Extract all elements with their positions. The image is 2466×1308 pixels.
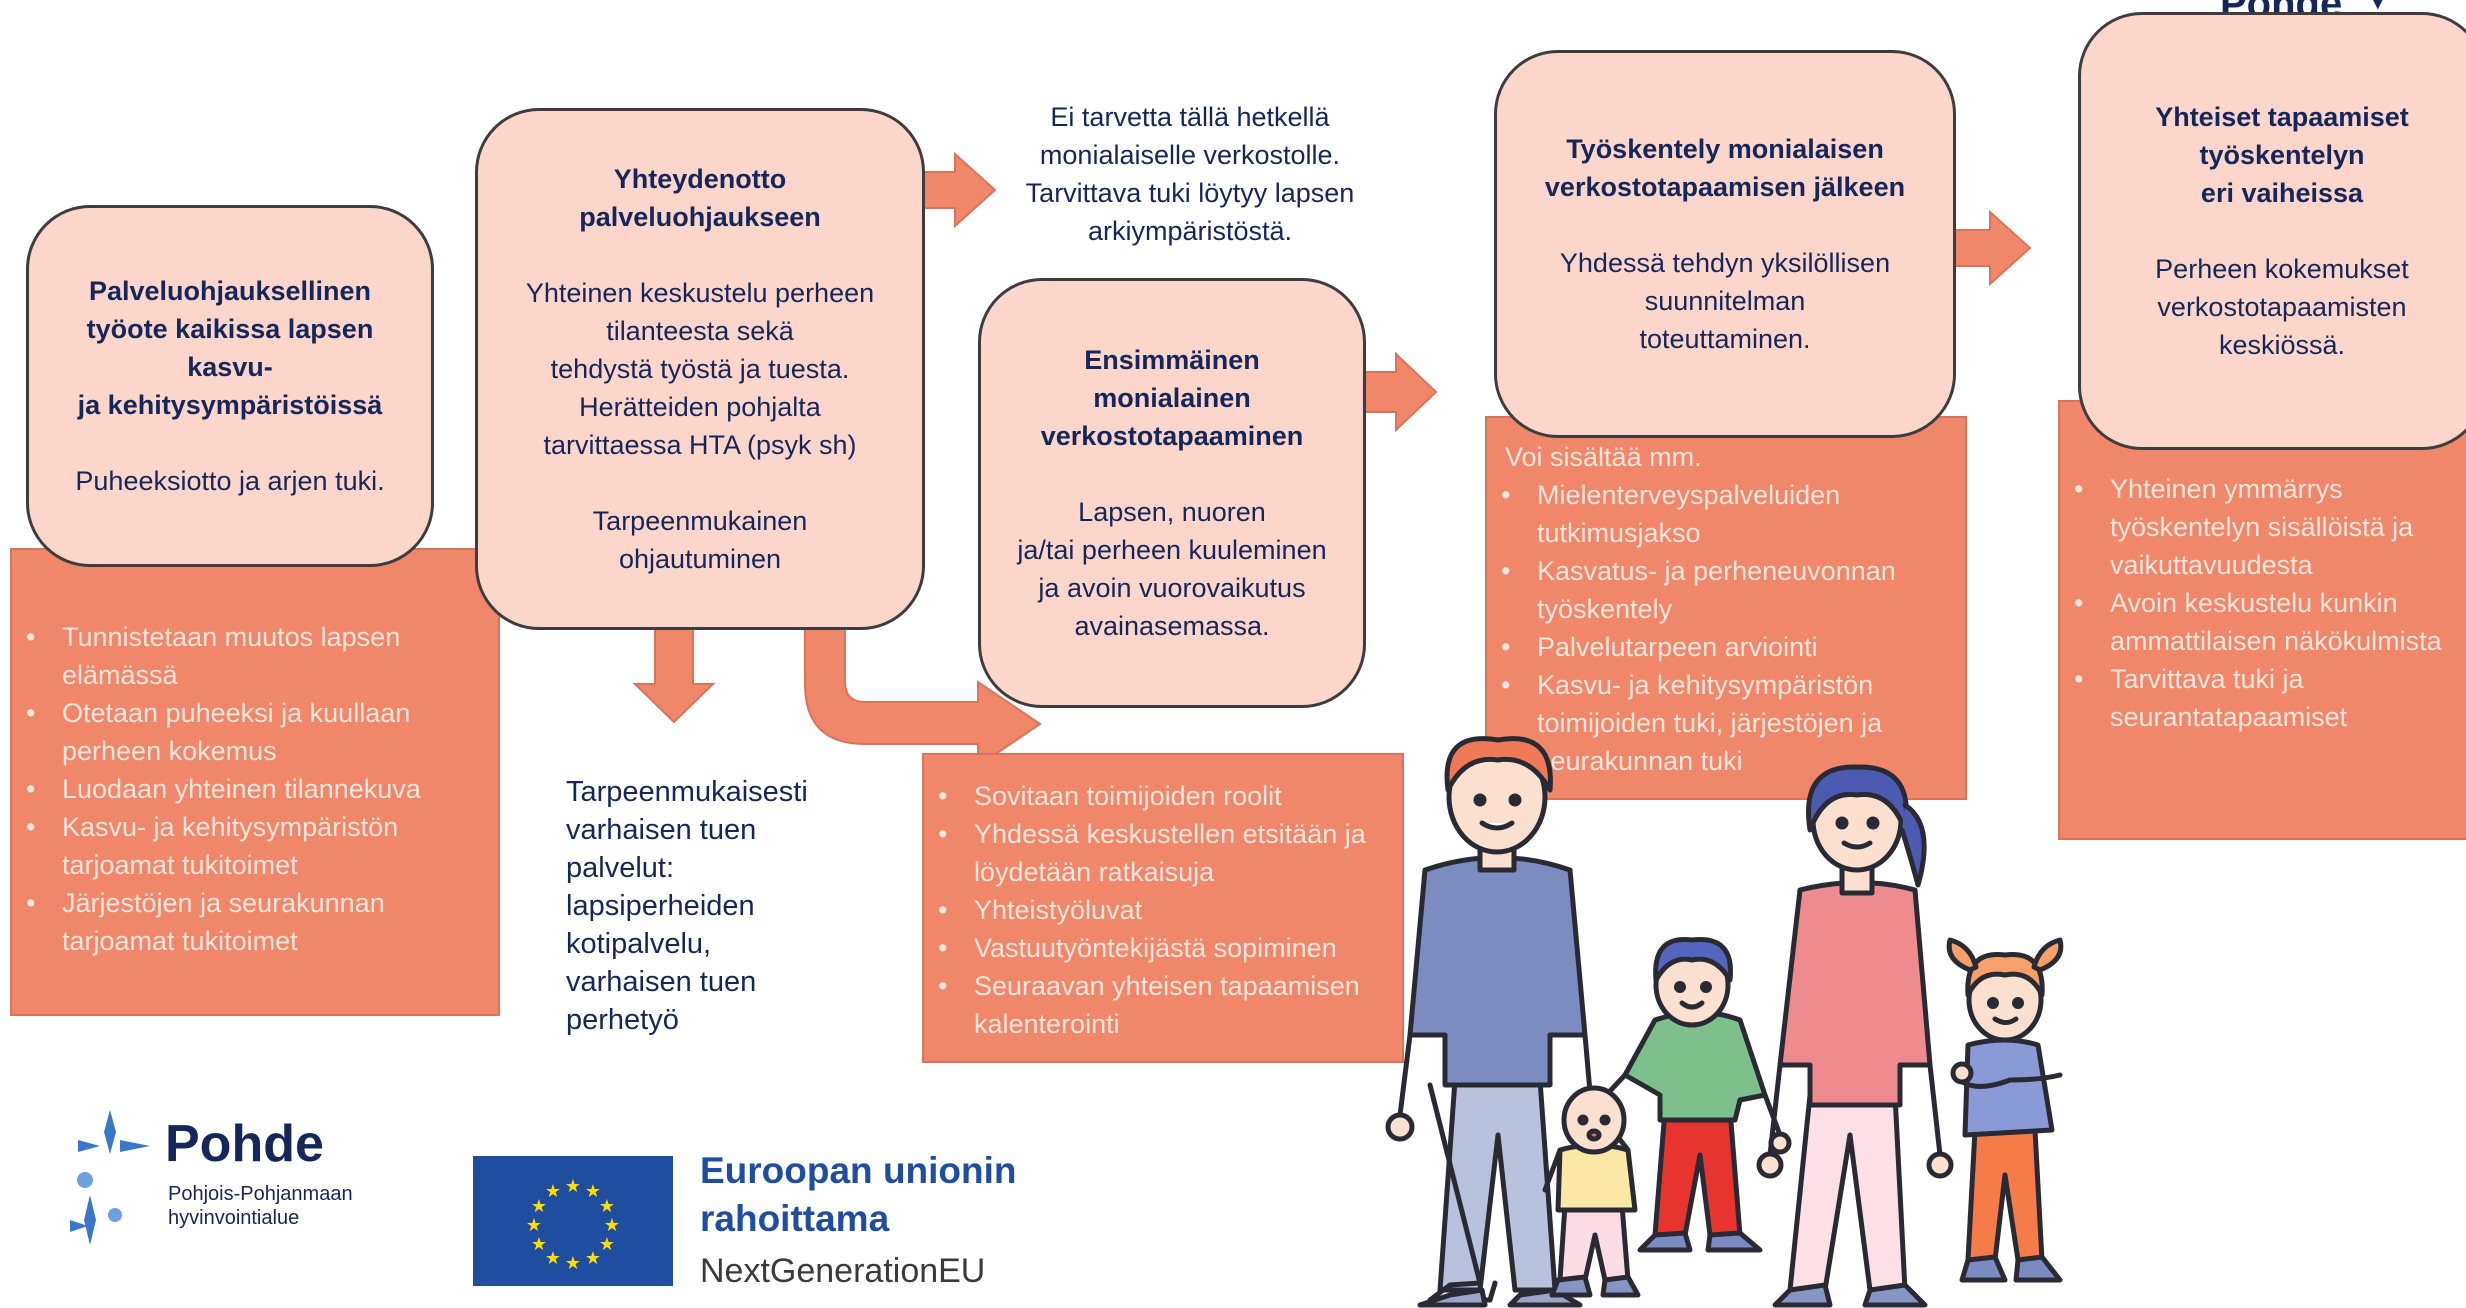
svg-text:★: ★ <box>599 1234 615 1255</box>
box2-body: Yhteinen keskustelu perheen tilanteesta … <box>525 278 875 460</box>
boy-figure <box>1592 937 1792 1253</box>
svg-text:★: ★ <box>565 1253 581 1274</box>
family-illustration <box>1385 736 2064 1308</box>
box5-joint-meetings: Yhteiset tapaamiset työskentelyn eri vai… <box>2078 12 2466 450</box>
eu-funding-line1: Euroopan unionin <box>700 1150 1017 1191</box>
box1-service-guidance: Palveluohjauksellinen työote kaikissa la… <box>26 205 434 567</box>
eu-funding-line2: rahoittama <box>700 1198 890 1239</box>
list-item: Vastuutyöntekijästä sopiminen <box>924 929 1396 967</box>
box4-title: Työskentely monialaisen verkostotapaamis… <box>1544 134 1906 202</box>
list-item: Kasvu- ja kehitysympäristön tarjoamat tu… <box>12 808 488 884</box>
box1-bullet-list: Tunnistetaan muutos lapsen elämässä Otet… <box>12 618 488 960</box>
list-item: Seuraavan yhteisen tapaamisen kalenteroi… <box>924 967 1396 1043</box>
list-item: Mielenterveyspalveluiden tutkimusjakso <box>1487 476 1959 552</box>
svg-text:★: ★ <box>604 1215 620 1236</box>
box3-details-panel: Sovitaan toimijoiden roolit Yhdessä kesk… <box>922 753 1404 1063</box>
box2-body2: Tarpeenmukainen ohjautuminen <box>592 506 808 574</box>
svg-text:★: ★ <box>531 1234 547 1255</box>
box3-body: Lapsen, nuoren ja/tai perheen kuuleminen… <box>1017 497 1327 641</box>
eu-stars-icon: ★ ★ ★ ★ ★ ★ ★ ★ ★ ★ ★ ★ <box>526 1176 620 1274</box>
mother-figure <box>1756 764 1954 1308</box>
list-item: Luodaan yhteinen tilannekuva <box>12 770 488 808</box>
box3-title: Ensimmäinen monialainen verkostotapaamin… <box>1040 345 1304 451</box>
pohde-subtitle: Pohjois-Pohjanmaan hyvinvointialue <box>168 1183 353 1229</box>
box2-title: Yhteydenotto palveluohjaukseen <box>579 164 821 232</box>
list-item: Yhdessä keskustellen etsitään ja löydetä… <box>924 815 1396 891</box>
box2-contact-guidance: Yhteydenotto palveluohjaukseen Yhteinen … <box>475 108 925 630</box>
box3-bullet-list: Sovitaan toimijoiden roolit Yhdessä kesk… <box>924 777 1396 1043</box>
box4-intro: Voi sisältää mm. <box>1505 442 1702 472</box>
svg-text:★: ★ <box>585 1248 601 1269</box>
baby-figure <box>1542 1085 1641 1298</box>
box1-body: Puheeksiotto ja arjen tuki. <box>75 466 385 496</box>
svg-text:★: ★ <box>565 1176 581 1197</box>
list-item: Avoin keskustelu kunkin ammattilaisen nä… <box>2060 584 2466 660</box>
eu-flag: ★ ★ ★ ★ ★ ★ ★ ★ ★ ★ ★ ★ <box>473 1156 673 1286</box>
svg-text:★: ★ <box>526 1215 542 1236</box>
list-item: Tarvittava tuki ja seurantatapaamiset <box>2060 660 2466 736</box>
box4-details-panel: Voi sisältää mm. Mielenterveyspalveluide… <box>1485 416 1967 800</box>
list-item: Sovitaan toimijoiden roolit <box>924 777 1396 815</box>
list-item: Yhteinen ymmärrys työskentelyn sisällöis… <box>2060 470 2466 584</box>
pohde-logo: Pohde Pohjois-Pohjanmaan hyvinvointialue <box>70 1110 390 1260</box>
early-support-note: Tarpeenmukaisesti varhaisen tuen palvelu… <box>566 776 808 1036</box>
box5-bullet-list: Yhteinen ymmärrys työskentelyn sisällöis… <box>2060 470 2466 736</box>
box5-title: Yhteiset tapaamiset työskentelyn eri vai… <box>2155 102 2409 208</box>
svg-text:★: ★ <box>545 1181 561 1202</box>
list-item: Tunnistetaan muutos lapsen elämässä <box>12 618 488 694</box>
list-item: Kasvatus- ja perheneuvonnan työskentely <box>1487 552 1959 628</box>
box5-body: Perheen kokemukset verkostotapaamisten k… <box>2155 254 2409 360</box>
svg-text:★: ★ <box>599 1196 615 1217</box>
list-item: Kasvu- ja kehitysympäristön toimijoiden … <box>1487 666 1959 780</box>
list-item: Otetaan puheeksi ja kuullaan perheen kok… <box>12 694 488 770</box>
list-item: Järjestöjen ja seurakunnan tarjoamat tuk… <box>12 884 488 960</box>
pohde-star-icon <box>70 1110 150 1245</box>
arrow-down-to-early-support <box>632 617 716 724</box>
list-item: Yhteistyöluvat <box>924 891 1396 929</box>
svg-text:★: ★ <box>545 1248 561 1269</box>
svg-text:★: ★ <box>531 1196 547 1217</box>
box5-details-panel: Yhteinen ymmärrys työskentelyn sisällöis… <box>2058 400 2466 840</box>
box1-details-panel: Tunnistetaan muutos lapsen elämässä Otet… <box>10 548 500 1016</box>
no-need-note: Ei tarvetta tällä hetkellä monialaiselle… <box>1025 102 1355 246</box>
box1-title: Palveluohjauksellinen työote kaikissa la… <box>77 276 383 420</box>
pohde-name: Pohde <box>165 1115 324 1173</box>
box4-bullet-list: Mielenterveyspalveluiden tutkimusjakso K… <box>1487 476 1959 780</box>
girl-figure <box>1946 937 2064 1283</box>
eu-funding-line3: NextGenerationEU <box>700 1252 986 1290</box>
box3-first-meeting: Ensimmäinen monialainen verkostotapaamin… <box>978 278 1366 708</box>
father-figure <box>1385 736 1607 1308</box>
svg-text:★: ★ <box>585 1181 601 1202</box>
list-item: Palvelutarpeen arviointi <box>1487 628 1959 666</box>
box4-body: Yhdessä tehdyn yksilöllisen suunnitelman… <box>1559 248 1891 354</box>
box4-network-work: Työskentely monialaisen verkostotapaamis… <box>1494 50 1956 438</box>
